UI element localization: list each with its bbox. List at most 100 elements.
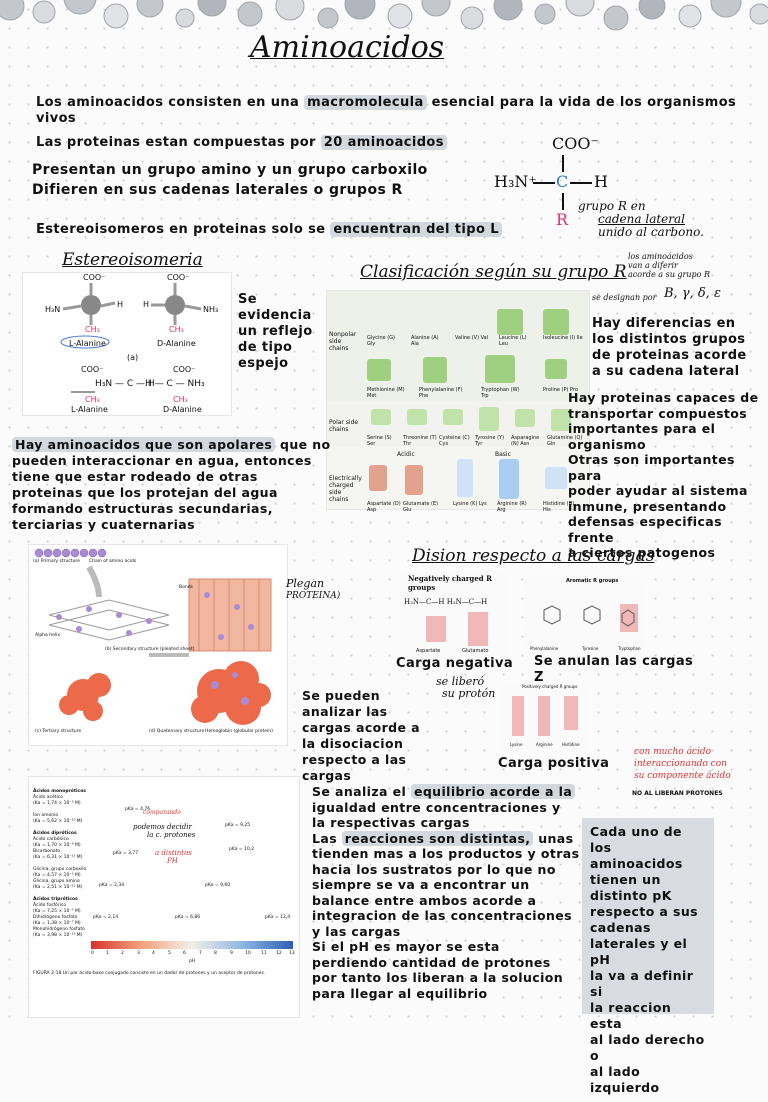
structure-note-5: van a diferir (628, 261, 678, 270)
equilibrio-pre: Se analiza el (312, 784, 411, 799)
aromatic-figure: Aromatic R groups Phenylalanine Tyrosine… (524, 578, 644, 658)
equilibrio-line-7: siempre se va a encontrar un (312, 877, 530, 892)
equilibrio-line-4: Las reacciones son distintas, unas (312, 830, 579, 847)
stereo-heading: Estereoisomeria (62, 250, 203, 270)
equilibrio-line-2: igualdad entre concentraciones y (312, 799, 561, 815)
stereo-coo-l: COO⁻ (83, 273, 106, 282)
ph-pk4: pKa = 10,2 (229, 847, 255, 852)
ph-h1d: (Ka = 5,62 × 10⁻¹⁰ M) (33, 819, 83, 824)
ph-tick-2: 2 (121, 951, 124, 956)
folding-alpha-label: Alpha helix (35, 633, 61, 638)
aa-arginine-highlight (499, 459, 519, 499)
arginine-label: Arginine (536, 742, 553, 747)
folding-secondary-label: (b) Secondary structure (pleated sheet) (105, 647, 195, 652)
folding-primary-label: (a) Primary structure (33, 559, 80, 564)
ph-tick-4: 4 (152, 951, 155, 956)
stereo-h-l: H (117, 300, 124, 309)
stereo-text-3: un reflejo (238, 324, 313, 339)
aromatic-title: Aromatic R groups (566, 578, 619, 584)
ph-tick-3: 3 (137, 951, 140, 956)
red-note: con mucho ácido interaccionando con su c… (634, 746, 731, 782)
equilibrio-line-1: Se analiza el equilibrio acorde a la (312, 784, 579, 800)
ph-tick-9: 9 (230, 951, 233, 956)
ph-h2c: Bicarbonato (33, 849, 61, 854)
stereo-ch3-d2: CH₃ (173, 395, 188, 404)
pk-line-10: al lado derecho o (590, 1032, 705, 1063)
equilibrio-line-3: la respectivas cargas (312, 815, 470, 830)
lysine-label: Lysine (510, 742, 523, 747)
aa-label-tryptophan: Tryptophan (W) Trp (481, 387, 520, 399)
lysine-side-chain (512, 696, 524, 736)
positive-groups-title: Positively charged R groups (522, 684, 578, 689)
aspartate-label: Aspartate (416, 648, 441, 654)
aa-serine-highlight (371, 409, 391, 425)
apolar-line-4: proteinas que los protejan del agua (12, 485, 278, 500)
stereo-d-alanine-label-2: D-Alanine (163, 405, 202, 414)
equilibrio-highlight: equilibrio acorde a la (410, 784, 576, 799)
apolar-text: Hay aminoacidos que son apolares que no … (12, 437, 331, 533)
phenylalanine-label: Phenylalanine (530, 646, 559, 651)
pk-line-3: tienen un (590, 872, 661, 887)
charges-heading: Dision respecto a las cargas (412, 546, 655, 566)
apolar-line-3: tiene que estar rodeado de otras (12, 469, 258, 484)
aa-tyrosine-highlight (479, 407, 499, 431)
arginine-side-chain (538, 696, 550, 736)
stereo-h-d: H (143, 300, 150, 309)
stereo-nh3-d: NH₃ (203, 305, 219, 314)
stereo-ch3-l2: CH₃ (85, 395, 100, 404)
ph-tick-0: 0 (91, 951, 94, 956)
ph-tick-13: 13 (289, 951, 295, 956)
structure-note-1: grupo R en (578, 199, 646, 213)
tryptophan-label: Tryptophan (618, 646, 641, 651)
aa-cysteine-highlight (443, 409, 463, 425)
intro-line-1-highlight: macromolecula (304, 95, 427, 110)
ph-h3d: (Ka = 1,38 × 10⁻⁷ M) (33, 921, 81, 926)
stereo-coo-d2: COO⁻ (173, 365, 196, 374)
ph-h1b: (Ka = 1,74 × 10⁻⁵ M) (33, 801, 81, 806)
differences-line-3: de proteinas acorde (592, 348, 747, 363)
negative-charge-figure: Negatively charged R groups H₃N—C—H H₃N—… (398, 572, 508, 658)
equilibrio-line-11: Si el pH es mayor se esta (312, 939, 500, 954)
aa-label-serine: Serine (S) Ser (367, 435, 392, 447)
ph-h2f: (Ka = 4,57 × 10⁻³ M) (33, 873, 81, 878)
aa-label-glutamine: Glutamine (Q) Gln (547, 435, 583, 447)
aa-leucine-highlight (497, 309, 523, 335)
disoc-line-5: respecto a las (302, 752, 407, 767)
differences-line-2: los distintos grupos (592, 332, 746, 347)
ph-note-b-top: comparando (143, 809, 181, 816)
apolar-highlight: Hay aminoacidos que son apolares (12, 437, 276, 452)
d-alanine-carbon (165, 295, 185, 315)
structure-notes: grupo R en cadena lateral unido al carbo… (578, 200, 704, 239)
aa-phenylalanine-highlight (423, 357, 447, 383)
clasif-figure: Nonpolar side chains Polar side chains E… (326, 290, 590, 513)
folding-quaternary-label: (d) Quaternary structure (149, 729, 205, 734)
stereo-l-alanine-label-2: L-Alanine (71, 405, 108, 414)
aa-label-isoleucine: Isoleucine (I) Ile (543, 335, 583, 341)
structure-note-4: los aminoácidos (628, 252, 693, 261)
structure-alpha-carbon: C (556, 172, 569, 191)
histidine-side-chain (564, 696, 578, 730)
structure-amine: H₃N⁺ (494, 172, 537, 191)
folding-figure: (a) Primary structure Chain of amino aci… (28, 544, 288, 746)
positive-charge-figure: Positively charged R groups Lysine Argin… (500, 684, 588, 752)
pk-line-4: distinto pK (590, 888, 672, 903)
transport-line-7: inmune, presentando (568, 498, 727, 514)
transport-line-8: defensas especificas frente (568, 514, 722, 545)
ph-pk9: pKa = 12,4 (265, 915, 291, 920)
stereo-d-alanine-label: D-Alanine (157, 339, 196, 348)
pk-line-2: aminoacidos (590, 856, 683, 871)
amino-acid-structure: COO⁻ H₃N⁺ C H R (490, 130, 630, 230)
ph-caption: FIGURA 2-18 Un par ácido-base conjugado … (33, 971, 266, 976)
aa-label-leucine: Leucine (L) Leu (499, 335, 527, 347)
disoc-text: Se pueden analizar las cargas acorde a l… (302, 688, 420, 784)
aa-label-glycine: Glycine (G) Gly (367, 335, 395, 347)
intro-line-5-highlight: encuentran del tipo L (330, 222, 502, 237)
bond-up (562, 155, 564, 172)
ph-pk1: pKa = 4,76 (125, 807, 151, 812)
ph-note-a1: podemos decidir (133, 823, 192, 831)
stereo-coo-d: COO⁻ (167, 273, 190, 282)
intro-line-4: Difieren en sus cadenas laterales o grup… (32, 182, 403, 198)
ph-note-a2: la c. protones (147, 831, 196, 839)
ph-pk8: pKa = 6,86 (175, 915, 201, 920)
structure-note-3: unido al carbono. (598, 225, 704, 239)
